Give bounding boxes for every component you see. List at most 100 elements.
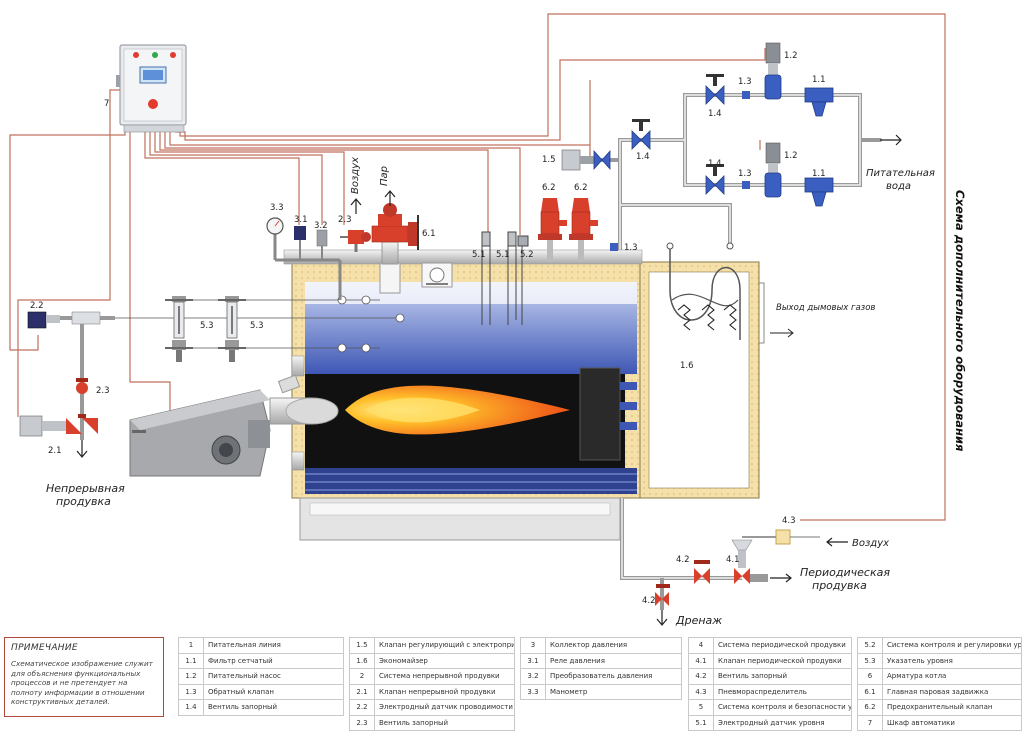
label-5-2: 5.2 bbox=[520, 250, 534, 260]
level-gauge-1 bbox=[165, 296, 193, 362]
shutoff-valve-upper bbox=[705, 74, 725, 105]
label-1-1-top: 1.1 bbox=[812, 75, 826, 85]
label-4-2-top: 4.2 bbox=[676, 555, 690, 565]
control-valve-electric bbox=[561, 149, 611, 171]
label-2-1: 2.1 bbox=[48, 446, 62, 456]
note-title: ПРИМЕЧАНИЕ bbox=[11, 643, 78, 653]
control-wires bbox=[9, 13, 946, 521]
check-valve-upper bbox=[742, 91, 750, 99]
label-6-2-b: 6.2 bbox=[574, 183, 588, 193]
side-title: Схема дополнительного оборудования bbox=[953, 190, 967, 452]
label-3-3: 3.3 bbox=[270, 203, 284, 213]
label-flue-gas: Выход дымовых газов bbox=[776, 303, 875, 313]
level-electrodes bbox=[481, 231, 529, 325]
periodic-blowdown bbox=[620, 498, 820, 610]
label-5-3-b: 5.3 bbox=[250, 321, 264, 331]
safety-valve-1 bbox=[538, 198, 567, 262]
check-valve-lower bbox=[742, 181, 750, 189]
label-4-1: 4.1 bbox=[726, 555, 740, 565]
strainer-lower bbox=[804, 177, 834, 207]
label-2-3-top: 2.3 bbox=[338, 215, 352, 225]
label-6-2-a: 6.2 bbox=[542, 183, 556, 193]
shutoff-valve-lower bbox=[705, 164, 725, 195]
label-1-4-main: 1.4 bbox=[636, 152, 650, 162]
air-right-arrow bbox=[826, 537, 848, 547]
check-valve-boiler bbox=[610, 243, 618, 251]
steam-arrow bbox=[384, 190, 396, 206]
note-text: Схематическое изображение служит для объ… bbox=[11, 659, 153, 707]
drain-arrow bbox=[656, 610, 668, 626]
periodic-arrow bbox=[770, 573, 792, 583]
safety-valve-2 bbox=[569, 198, 598, 262]
label-2-3-left: 2.3 bbox=[96, 386, 110, 396]
control-cabinet bbox=[116, 44, 187, 133]
label-1-5: 1.5 bbox=[542, 155, 556, 165]
boiler-body bbox=[283, 249, 643, 541]
label-steam: Пар bbox=[379, 166, 390, 186]
continuous-blowdown bbox=[19, 311, 115, 440]
note-box: ПРИМЕЧАНИЕ Схематическое изображение слу… bbox=[4, 637, 164, 717]
label-1-4-top: 1.4 bbox=[708, 109, 722, 119]
shutoff-valve-main bbox=[631, 119, 651, 150]
feed-pump-upper bbox=[764, 42, 782, 100]
label-1-1-bottom: 1.1 bbox=[812, 169, 826, 179]
label-drain: Дренаж bbox=[675, 614, 722, 627]
label-air-right: Воздух bbox=[852, 538, 889, 549]
label-3-2: 3.2 bbox=[314, 221, 328, 231]
air-vent-arrow bbox=[350, 198, 362, 214]
level-gauge-2 bbox=[218, 296, 246, 362]
label-1-3-bottom: 1.3 bbox=[738, 169, 752, 179]
label-periodic-2: продувка bbox=[812, 579, 867, 592]
label-1-4-bottom: 1.4 bbox=[708, 159, 722, 169]
label-7: 7 bbox=[104, 99, 109, 109]
label-feed-water-2: вода bbox=[886, 181, 911, 192]
label-feed-water-1: Питательная bbox=[866, 168, 935, 179]
feed-pump-lower bbox=[764, 142, 782, 198]
feed-water-arrow bbox=[880, 134, 902, 146]
economizer bbox=[638, 242, 760, 499]
label-4-2-bottom: 4.2 bbox=[642, 596, 656, 606]
label-1-2-top: 1.2 bbox=[784, 51, 798, 61]
label-continuous-2: продувка bbox=[56, 495, 111, 508]
label-air-top: Воздух bbox=[350, 157, 361, 194]
label-3-1: 3.1 bbox=[294, 215, 308, 225]
label-5-3-a: 5.3 bbox=[200, 321, 214, 331]
strainer-upper bbox=[804, 87, 834, 117]
flue-gas-arrow bbox=[770, 328, 794, 338]
label-1-3-boiler: 1.3 bbox=[624, 243, 638, 253]
label-1-6: 1.6 bbox=[680, 361, 694, 371]
label-periodic-1: Периодическая bbox=[800, 566, 890, 579]
main-steam-valve bbox=[371, 203, 419, 265]
label-5-1-a: 5.1 bbox=[472, 250, 486, 260]
pressure-manifold bbox=[266, 217, 342, 300]
